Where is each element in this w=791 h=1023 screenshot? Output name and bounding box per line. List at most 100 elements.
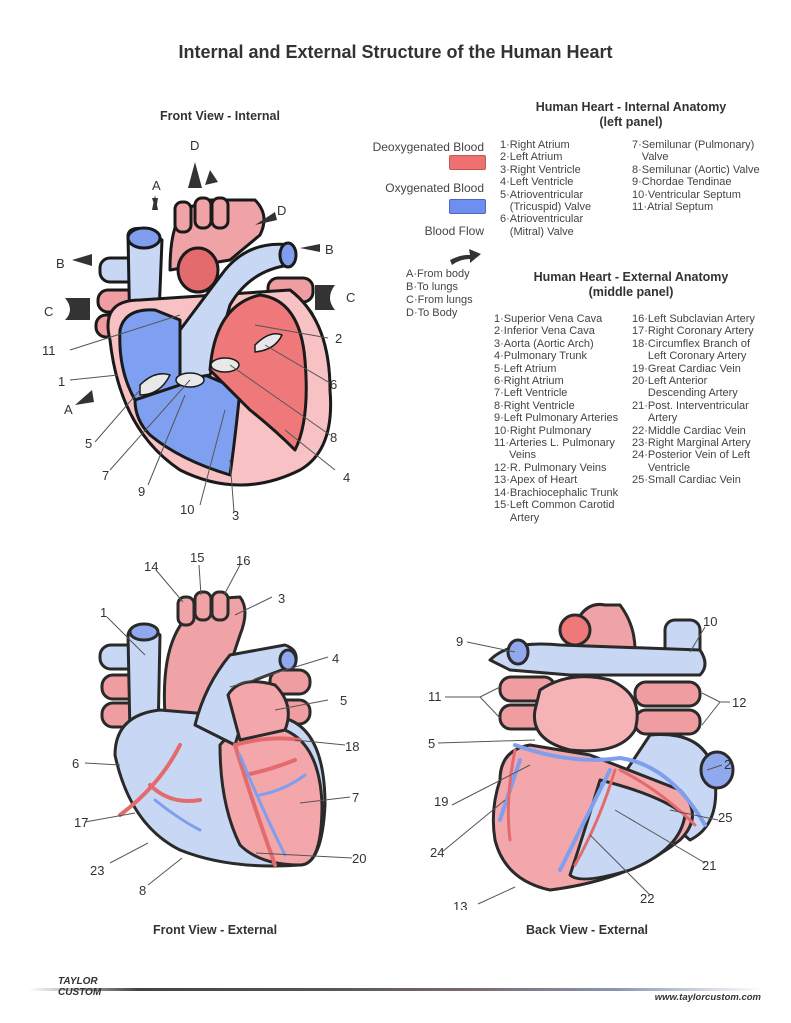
back-label: 19: [434, 794, 448, 809]
page-title: Internal and External Structure of the H…: [178, 42, 613, 62]
arrow-c-right-icon: [315, 285, 335, 310]
flow-key-item: AFrom body: [406, 268, 473, 281]
legend-list-item: 6Right Atrium: [494, 375, 622, 387]
logo-line1: TAYLOR: [58, 976, 98, 987]
arrow-c-left-icon: [65, 298, 90, 320]
back-label: 24: [430, 845, 444, 860]
front-number-labels: 1 14 15 16 3 4 5 18 6 7 17 20 23 8: [72, 550, 366, 898]
legend-list-item: 7Semilunar (Pulmonary) Valve: [632, 139, 762, 164]
legend-list-item: 11Arteries L. Pulmonary Veins: [494, 437, 622, 462]
item-number: 20: [632, 375, 645, 388]
external-list-col1: 1Superior Vena Cava2Inferior Vena Cava3A…: [494, 313, 622, 524]
legend-list-item: 25Small Cardiac Vein: [632, 474, 762, 486]
legend-list-item: 9Left Pulmonary Arteries: [494, 412, 622, 424]
item-text: Right Pulmonary: [509, 424, 592, 437]
back-label: 13: [453, 899, 467, 910]
item-text: Left Ventricle: [509, 176, 574, 189]
item-text: Superior Vena Cava: [503, 313, 603, 325]
item-text: Right Ventricle: [509, 163, 581, 176]
flow-label: D: [277, 203, 286, 218]
legend-list-item: 21Post. Interventricular Artery: [632, 400, 762, 425]
legend-list-item: 1Superior Vena Cava: [494, 313, 622, 325]
internal-heading-line2: (left panel): [599, 115, 663, 129]
item-number: 19: [632, 362, 645, 375]
item-text: Brachiocephalic Trunk: [509, 486, 619, 499]
item-number: 13: [494, 474, 507, 487]
item-number: 8: [494, 399, 501, 412]
front-label: 14: [144, 559, 158, 574]
back-label: 12: [732, 695, 746, 710]
item-text: Atrioventricular (Tricuspid) Valve: [509, 188, 592, 214]
item-number: 1: [494, 313, 501, 325]
flow-key-item: DTo Body: [406, 307, 473, 320]
external-heading-line1: Human Heart - External Anatomy: [533, 270, 729, 284]
legend-list-item: 17Right Coronary Artery: [632, 325, 762, 337]
legend-list-item: 4Left Ventricle: [500, 176, 618, 188]
legend-list-item: 23Right Marginal Artery: [632, 437, 762, 449]
item-text: Chordae Tendinae: [641, 176, 732, 189]
item-number: 10: [494, 424, 507, 437]
item-number: 10: [632, 188, 645, 201]
front-label: 7: [352, 790, 359, 805]
legend-list-item: 10Ventricular Septum: [632, 189, 762, 201]
flow-label: A: [64, 402, 73, 417]
item-number: 9: [632, 176, 639, 189]
item-number: 5: [494, 362, 501, 375]
footer-url[interactable]: www.taylorcustom.com: [654, 992, 761, 1003]
internal-label: 3: [232, 508, 239, 523]
legend-list-item: 1Right Atrium: [500, 139, 618, 151]
heart-back-external-diagram: 9 10 11 12 5 2 19 25 24 21 22 13: [428, 602, 746, 910]
heart-internal-diagram: 11 1 2 6 8 4 5 7 9 10 3 A A B B C C D D: [42, 138, 355, 523]
front-label: 6: [72, 756, 79, 771]
internal-label: 10: [180, 502, 194, 517]
arrow-b-right-icon: [300, 244, 320, 252]
item-number: 22: [632, 424, 645, 437]
item-number: 24: [632, 449, 645, 462]
legend-list-item: 5Atrioventricular (Tricuspid) Valve: [500, 189, 618, 214]
external-list-col2: 16Left Subclavian Artery17Right Coronary…: [632, 313, 762, 487]
back-label: 21: [702, 858, 716, 873]
footer-divider: [28, 988, 763, 991]
oxygenated-swatch: [449, 199, 486, 214]
internal-label: 5: [85, 436, 92, 451]
front-label: 16: [236, 553, 250, 568]
front-label: 8: [139, 883, 146, 898]
front-label: 17: [74, 815, 88, 830]
legend-list-item: 22Middle Cardiac Vein: [632, 425, 762, 437]
item-number: 16: [632, 313, 645, 325]
legend-list-item: 20Left Anterior Descending Artery: [632, 375, 762, 400]
back-label: 2: [724, 757, 731, 772]
item-number: 3: [494, 337, 501, 350]
legend-list-item: 7Left Ventricle: [494, 387, 622, 399]
item-text: Left Atrium: [503, 362, 557, 375]
item-number: 4: [494, 350, 501, 363]
item-text: Left Subclavian Artery: [647, 313, 755, 325]
item-text: Right Atrium: [509, 139, 570, 151]
legend-list-item: 11Atrial Septum: [632, 201, 762, 213]
back-label: 25: [718, 810, 732, 825]
legend-list-item: 2Inferior Vena Cava: [494, 325, 622, 337]
item-text: Middle Cardiac Vein: [647, 424, 746, 437]
internal-label: 9: [138, 484, 145, 499]
flow-key-item: BTo lungs: [406, 281, 473, 294]
item-text: Pulmonary Trunk: [503, 350, 587, 363]
front-external-view-title: Front View - External: [152, 923, 278, 937]
item-number: 23: [632, 437, 645, 450]
legend-list-item: 18Circumflex Branch of Left Coronary Art…: [632, 338, 762, 363]
item-text: Right Ventricle: [503, 399, 575, 412]
legend-list-item: 13Apex of Heart: [494, 474, 622, 486]
internal-label: 1: [58, 374, 65, 389]
item-text: Left Ventricle: [503, 387, 568, 400]
flow-arrows: [65, 162, 335, 405]
external-heading-line2: (middle panel): [588, 285, 674, 299]
item-text: Post. Interventricular Artery: [647, 399, 749, 425]
internal-label: 2: [335, 331, 342, 346]
front-label: 20: [352, 851, 366, 866]
arrow-b-left-icon: [72, 254, 92, 266]
item-text: Apex of Heart: [509, 474, 578, 487]
taylor-custom-logo: TAYLOR CUSTOM: [58, 976, 101, 998]
item-text: Aorta (Aortic Arch): [503, 337, 594, 350]
legend-list-item: 5Left Atrium: [494, 363, 622, 375]
item-number: 7: [494, 387, 501, 400]
item-text: Posterior Vein of Left Ventricle: [647, 449, 751, 474]
